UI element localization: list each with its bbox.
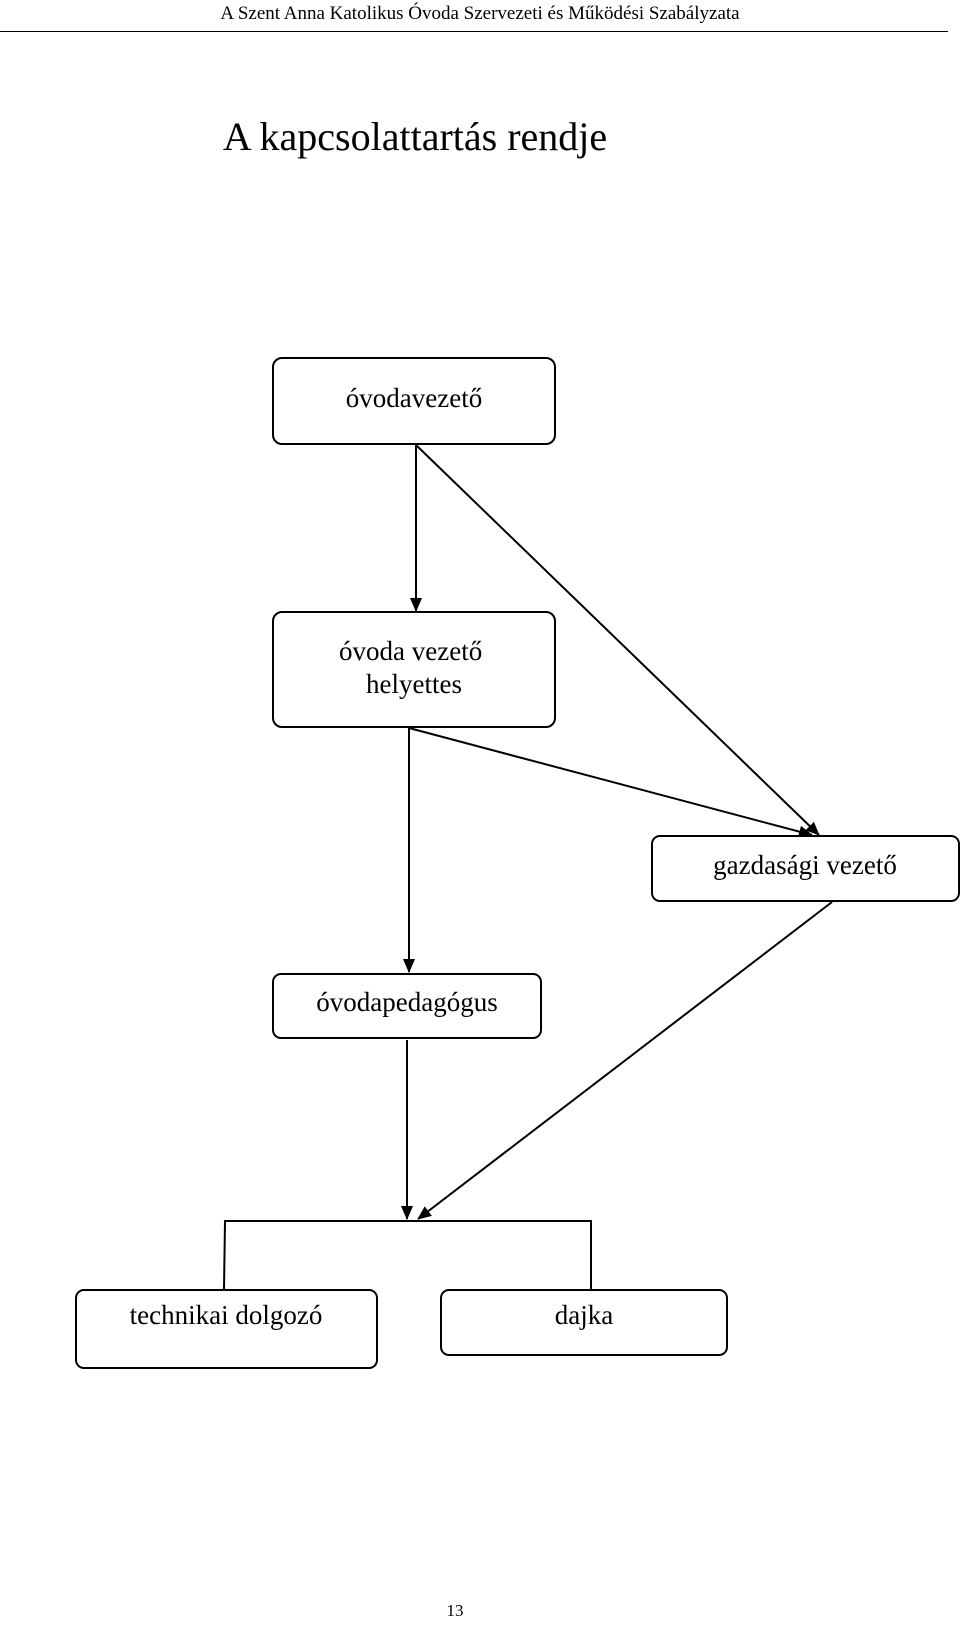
- node-technikai: technikai dolgozó: [75, 1289, 378, 1369]
- bracket-staff: [223, 1220, 592, 1290]
- node-helyettes-line2: helyettes: [366, 669, 462, 699]
- edge-vezeto-to-gazdasagi: [415, 444, 820, 836]
- node-gazdasagi-label: gazdasági vezető: [713, 850, 897, 880]
- header-rule: [0, 31, 948, 32]
- node-gazdasagi: gazdasági vezető: [651, 835, 960, 902]
- edge-helyettes-to-gazdasagi: [408, 727, 813, 838]
- node-helyettes-line1: óvoda vezető: [339, 636, 482, 666]
- node-helyettes: óvoda vezető helyettes: [272, 611, 556, 728]
- node-ovodavezeto-label: óvodavezető: [346, 383, 482, 413]
- node-pedagogus-label: óvodapedagógus: [316, 987, 497, 1017]
- node-dajka-label: dajka: [555, 1300, 613, 1330]
- running-header: A Szent Anna Katolikus Óvoda Szervezeti …: [220, 3, 740, 24]
- node-dajka: dajka: [440, 1289, 728, 1356]
- node-technikai-label: technikai dolgozó: [130, 1300, 323, 1330]
- page-number: 13: [446, 1601, 464, 1620]
- edge-gazdasagi-to-staff: [417, 901, 833, 1220]
- node-helyettes-label: óvoda vezető helyettes: [339, 630, 489, 699]
- page-title: A kapcsolattartás rendje: [222, 114, 608, 159]
- node-ovodavezeto: óvodavezető: [272, 357, 556, 445]
- node-pedagogus: óvodapedagógus: [272, 973, 542, 1039]
